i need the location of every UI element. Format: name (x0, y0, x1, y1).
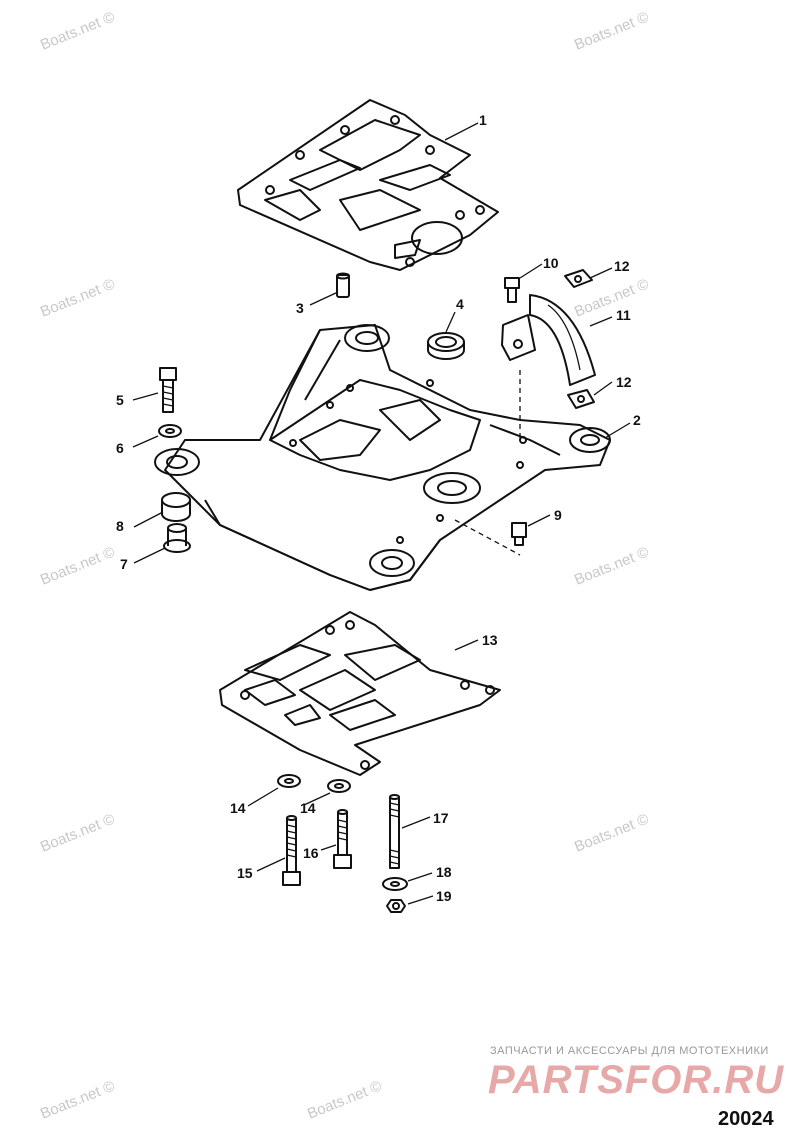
bottom-gasket-part-13 (219, 611, 501, 776)
callout-8: 8 (116, 518, 124, 534)
bolt-part-16 (333, 809, 352, 869)
washer-part-6 (158, 424, 182, 438)
bolt-part-5 (159, 367, 177, 413)
clip-part-12-lower (567, 389, 595, 409)
callout-11: 11 (616, 307, 631, 323)
callout-12-lower: 12 (616, 374, 632, 390)
brand-logo: PARTSFOR.RU (488, 1058, 785, 1102)
adapter-plate-part-2 (154, 324, 611, 591)
callout-6: 6 (116, 440, 124, 456)
bracket-part-11 (501, 294, 596, 386)
stud-part-17 (389, 794, 400, 869)
clip-part-12-upper (564, 269, 593, 288)
nut-part-19 (386, 899, 406, 913)
callout-16: 16 (303, 845, 319, 861)
rubber-mount-part-8 (161, 492, 191, 522)
seal-part-4 (427, 332, 465, 360)
washer-part-14-right (327, 779, 351, 793)
callout-14-left: 14 (230, 800, 246, 816)
callout-2: 2 (633, 412, 641, 428)
bolt-part-15 (282, 815, 301, 886)
callout-9: 9 (554, 507, 562, 523)
figure-number: 20024 (718, 1108, 774, 1130)
screw-part-10 (504, 277, 520, 303)
callout-15: 15 (237, 865, 253, 881)
callout-19: 19 (436, 888, 452, 904)
callout-13: 13 (482, 632, 498, 648)
callout-10: 10 (543, 255, 559, 271)
callout-3: 3 (296, 300, 304, 316)
callout-12-upper: 12 (614, 258, 630, 274)
callout-18: 18 (436, 864, 452, 880)
washer-part-18 (382, 877, 408, 891)
brand-tagline: ЗАПЧАСТИ И АКСЕССУАРЫ ДЛЯ МОТОТЕХНИКИ (490, 1045, 769, 1057)
alignment-line (454, 519, 521, 556)
callout-7: 7 (120, 556, 128, 572)
callout-5: 5 (116, 392, 124, 408)
callout-17: 17 (433, 810, 449, 826)
screw-part-9 (511, 522, 527, 546)
top-gasket-part-1 (237, 99, 499, 271)
callout-1: 1 (479, 112, 487, 128)
leader-lines (132, 122, 631, 905)
washer-part-14-left (277, 774, 301, 788)
callout-4: 4 (456, 296, 464, 312)
sleeve-part-7 (163, 523, 191, 553)
dowel-pin-part-3 (336, 272, 350, 298)
callout-14-right: 14 (300, 800, 316, 816)
